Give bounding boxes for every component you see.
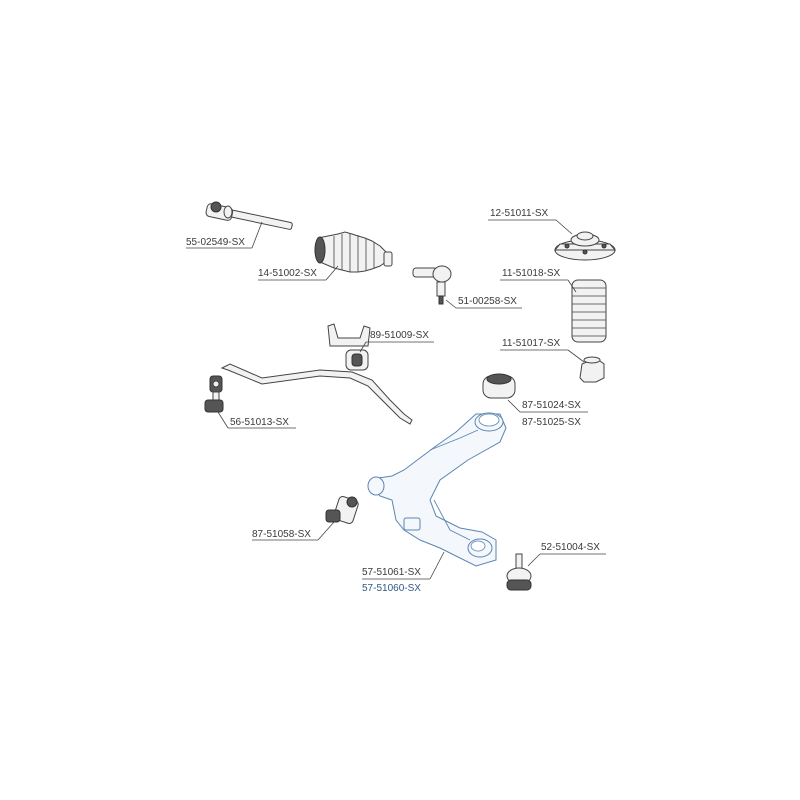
leader-line bbox=[567, 349, 585, 363]
tie-rod-drawing bbox=[205, 201, 293, 230]
leader-line bbox=[217, 411, 229, 429]
leader-line bbox=[555, 219, 573, 235]
dust-boot-drawing bbox=[571, 279, 607, 343]
part-label-87-51058-sx[interactable]: 87-51058-SX bbox=[252, 529, 311, 540]
leader-line bbox=[527, 553, 541, 567]
control-arm-drawing bbox=[367, 412, 507, 567]
front-arm-bush-drawing bbox=[325, 496, 359, 524]
part-label-12-51011-sx[interactable]: 12-51011-SX bbox=[490, 208, 549, 219]
rear-arm-bush-drawing bbox=[482, 373, 516, 399]
leader-line bbox=[359, 341, 367, 353]
leader-line bbox=[445, 299, 457, 309]
leader-line bbox=[507, 399, 521, 413]
strut-mount-drawing bbox=[553, 231, 617, 261]
part-label-57-51061-sx[interactable]: 57-51061-SX bbox=[362, 567, 421, 578]
part-label-51-00258-sx[interactable]: 51-00258-SX bbox=[458, 296, 517, 307]
part-label-87-51024-sx[interactable]: 87-51024-SX bbox=[522, 400, 581, 411]
rack-boot-drawing bbox=[314, 231, 393, 273]
part-label-89-51009-sx[interactable]: 89-51009-SX bbox=[370, 330, 429, 341]
leader-line bbox=[325, 265, 339, 281]
leader-line bbox=[317, 521, 335, 541]
part-label-52-51004-sx[interactable]: 52-51004-SX bbox=[541, 542, 600, 553]
ball-joint-drawing bbox=[506, 553, 532, 591]
leader-line bbox=[567, 279, 577, 293]
part-label-87-51025-sx[interactable]: 87-51025-SX bbox=[522, 417, 581, 428]
stabilizer-bar-drawing bbox=[220, 323, 413, 425]
part-label-14-51002-sx[interactable]: 14-51002-SX bbox=[258, 268, 317, 279]
part-label-56-51013-sx[interactable]: 56-51013-SX bbox=[230, 417, 289, 428]
part-label-57-51060-sx[interactable]: 57-51060-SX bbox=[362, 583, 421, 594]
bump-stop-drawing bbox=[579, 356, 605, 383]
part-label-55-02549-sx[interactable]: 55-02549-SX bbox=[186, 237, 245, 248]
tie-rod-end-drawing bbox=[412, 265, 452, 305]
part-label-11-51018-sx[interactable]: 11-51018-SX bbox=[502, 268, 561, 279]
part-label-11-51017-sx[interactable]: 11-51017-SX bbox=[502, 338, 561, 349]
leader-line bbox=[251, 221, 263, 249]
stabilizer-link-drawing bbox=[204, 375, 224, 413]
leader-line bbox=[429, 551, 445, 580]
